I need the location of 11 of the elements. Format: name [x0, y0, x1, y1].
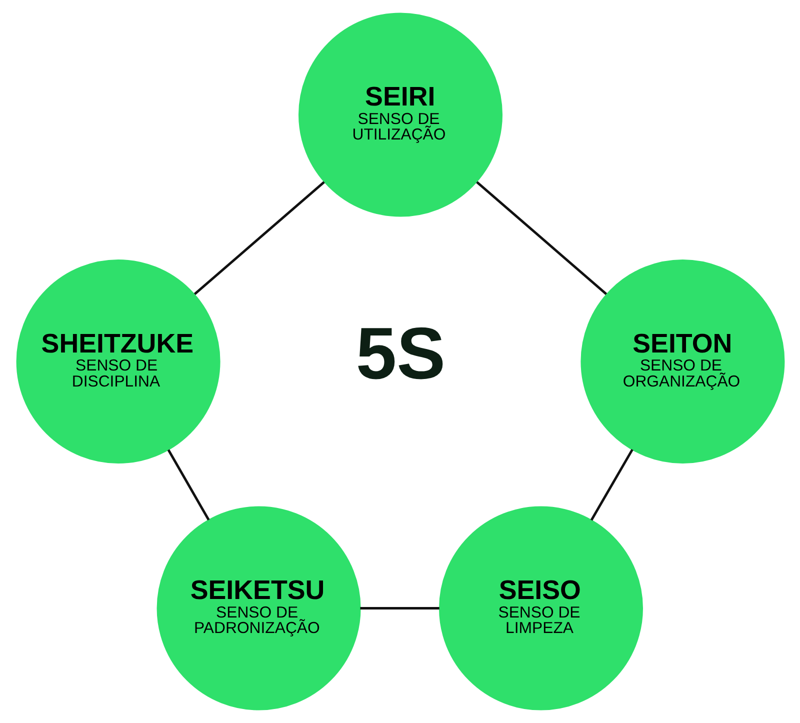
- connector: [360, 607, 439, 610]
- connector: [193, 181, 324, 296]
- node-circle: SEIKETSU SENSO DE PADRONIZAÇÃO: [156, 506, 360, 710]
- node-circle: SEISO SENSO DE LIMPEZA: [438, 506, 642, 710]
- label: 5S: [355, 312, 446, 395]
- connector: [166, 449, 210, 521]
- node-circle: SHEITZUKE SENSO DE DISCIPLINA: [16, 260, 220, 464]
- node-circle: SEIRI SENSO DE UTILIZAÇÃO: [298, 12, 502, 217]
- connector: [590, 448, 633, 521]
- node-circle: SEITON SENSO DE ORGANIZAÇÃO: [580, 260, 784, 464]
- connector: [476, 181, 607, 296]
